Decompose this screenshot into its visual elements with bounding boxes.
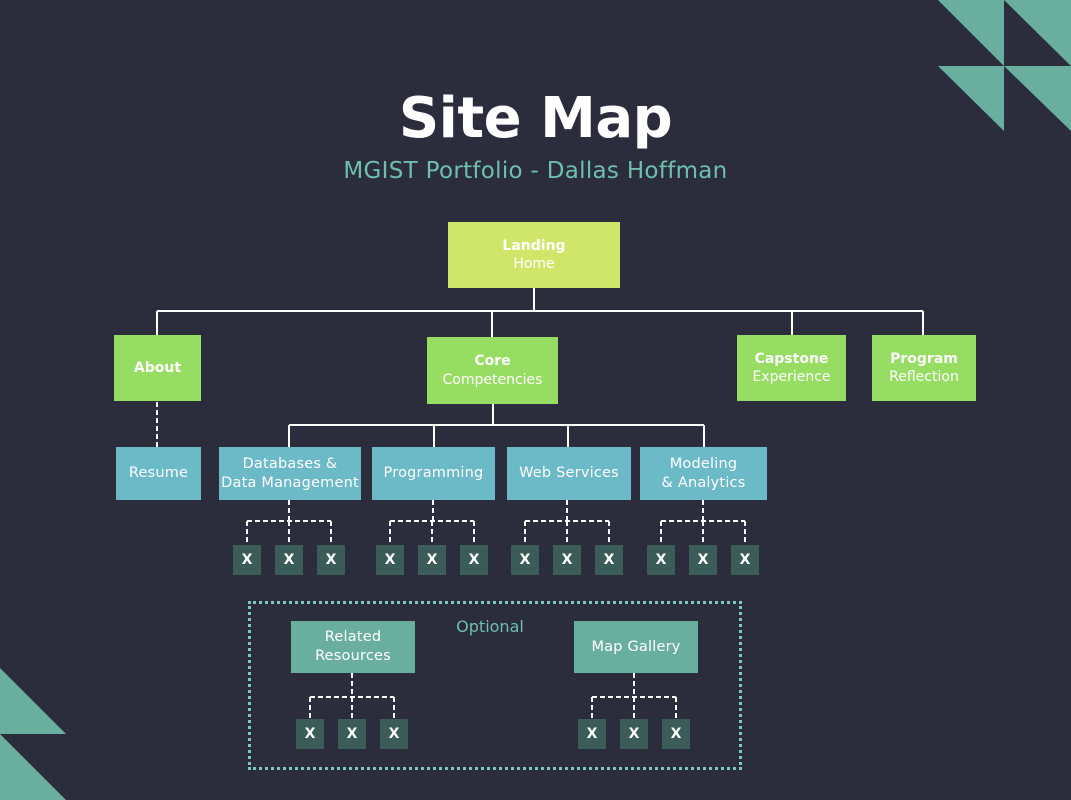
placeholder-page: X (511, 545, 539, 575)
placeholder-page: X (380, 719, 408, 749)
optional-section-frame (248, 601, 742, 770)
node-databases-line2: Data Management (221, 474, 359, 491)
node-related-line1: Related (324, 629, 382, 646)
node-core-line1: Core (474, 353, 511, 370)
placeholder-page: X (731, 545, 759, 575)
node-web-services: Web Services (507, 447, 631, 500)
placeholder-page: X (662, 719, 690, 749)
placeholder-page: X (595, 545, 623, 575)
placeholder-page: X (275, 545, 303, 575)
node-program-reflection: Program Reflection (872, 335, 976, 401)
node-landing-home: Landing Home (448, 222, 620, 288)
node-about-line1: About (133, 359, 182, 376)
node-databases-line1: Databases & (242, 455, 338, 472)
node-programming: Programming (372, 447, 495, 500)
placeholder-page: X (338, 719, 366, 749)
node-modeling-line2: & Analytics (661, 474, 746, 491)
node-databases: Databases & Data Management (219, 447, 361, 500)
node-resume: Resume (116, 447, 201, 500)
placeholder-page: X (317, 545, 345, 575)
node-capstone-line2: Experience (752, 369, 831, 385)
node-core-line2: Competencies (442, 371, 543, 388)
node-program-line2: Reflection (889, 369, 959, 385)
node-related-line2: Resources (315, 648, 391, 664)
node-programming-line1: Programming (383, 465, 484, 482)
node-about: About (114, 335, 201, 401)
placeholder-page: X (578, 719, 606, 749)
node-capstone-line1: Capstone (754, 350, 829, 367)
node-web-services-line1: Web Services (519, 465, 619, 482)
placeholder-page: X (553, 545, 581, 575)
placeholder-page: X (620, 719, 648, 749)
node-program-line1: Program (890, 350, 958, 367)
node-gallery-line1: Map Gallery (591, 638, 681, 655)
placeholder-page: X (689, 545, 717, 575)
node-modeling-line1: Modeling (669, 455, 738, 472)
placeholder-page: X (233, 545, 261, 575)
node-modeling-analytics: Modeling & Analytics (640, 447, 767, 500)
optional-label: Optional (456, 617, 524, 636)
placeholder-page: X (376, 545, 404, 575)
placeholder-page: X (460, 545, 488, 575)
placeholder-page: X (418, 545, 446, 575)
node-capstone-experience: Capstone Experience (737, 335, 846, 401)
node-resume-line1: Resume (128, 465, 189, 482)
placeholder-page: X (296, 719, 324, 749)
node-core-competencies: Core Competencies (427, 337, 558, 404)
placeholder-page: X (647, 545, 675, 575)
node-landing-line2: Home (513, 256, 555, 272)
page-title: Site Map (398, 86, 673, 151)
node-related-resources: Related Resources (291, 621, 415, 673)
node-map-gallery: Map Gallery (574, 621, 698, 673)
node-landing-line1: Landing (502, 237, 566, 254)
page-subtitle: MGIST Portfolio - Dallas Hoffman (343, 158, 728, 184)
